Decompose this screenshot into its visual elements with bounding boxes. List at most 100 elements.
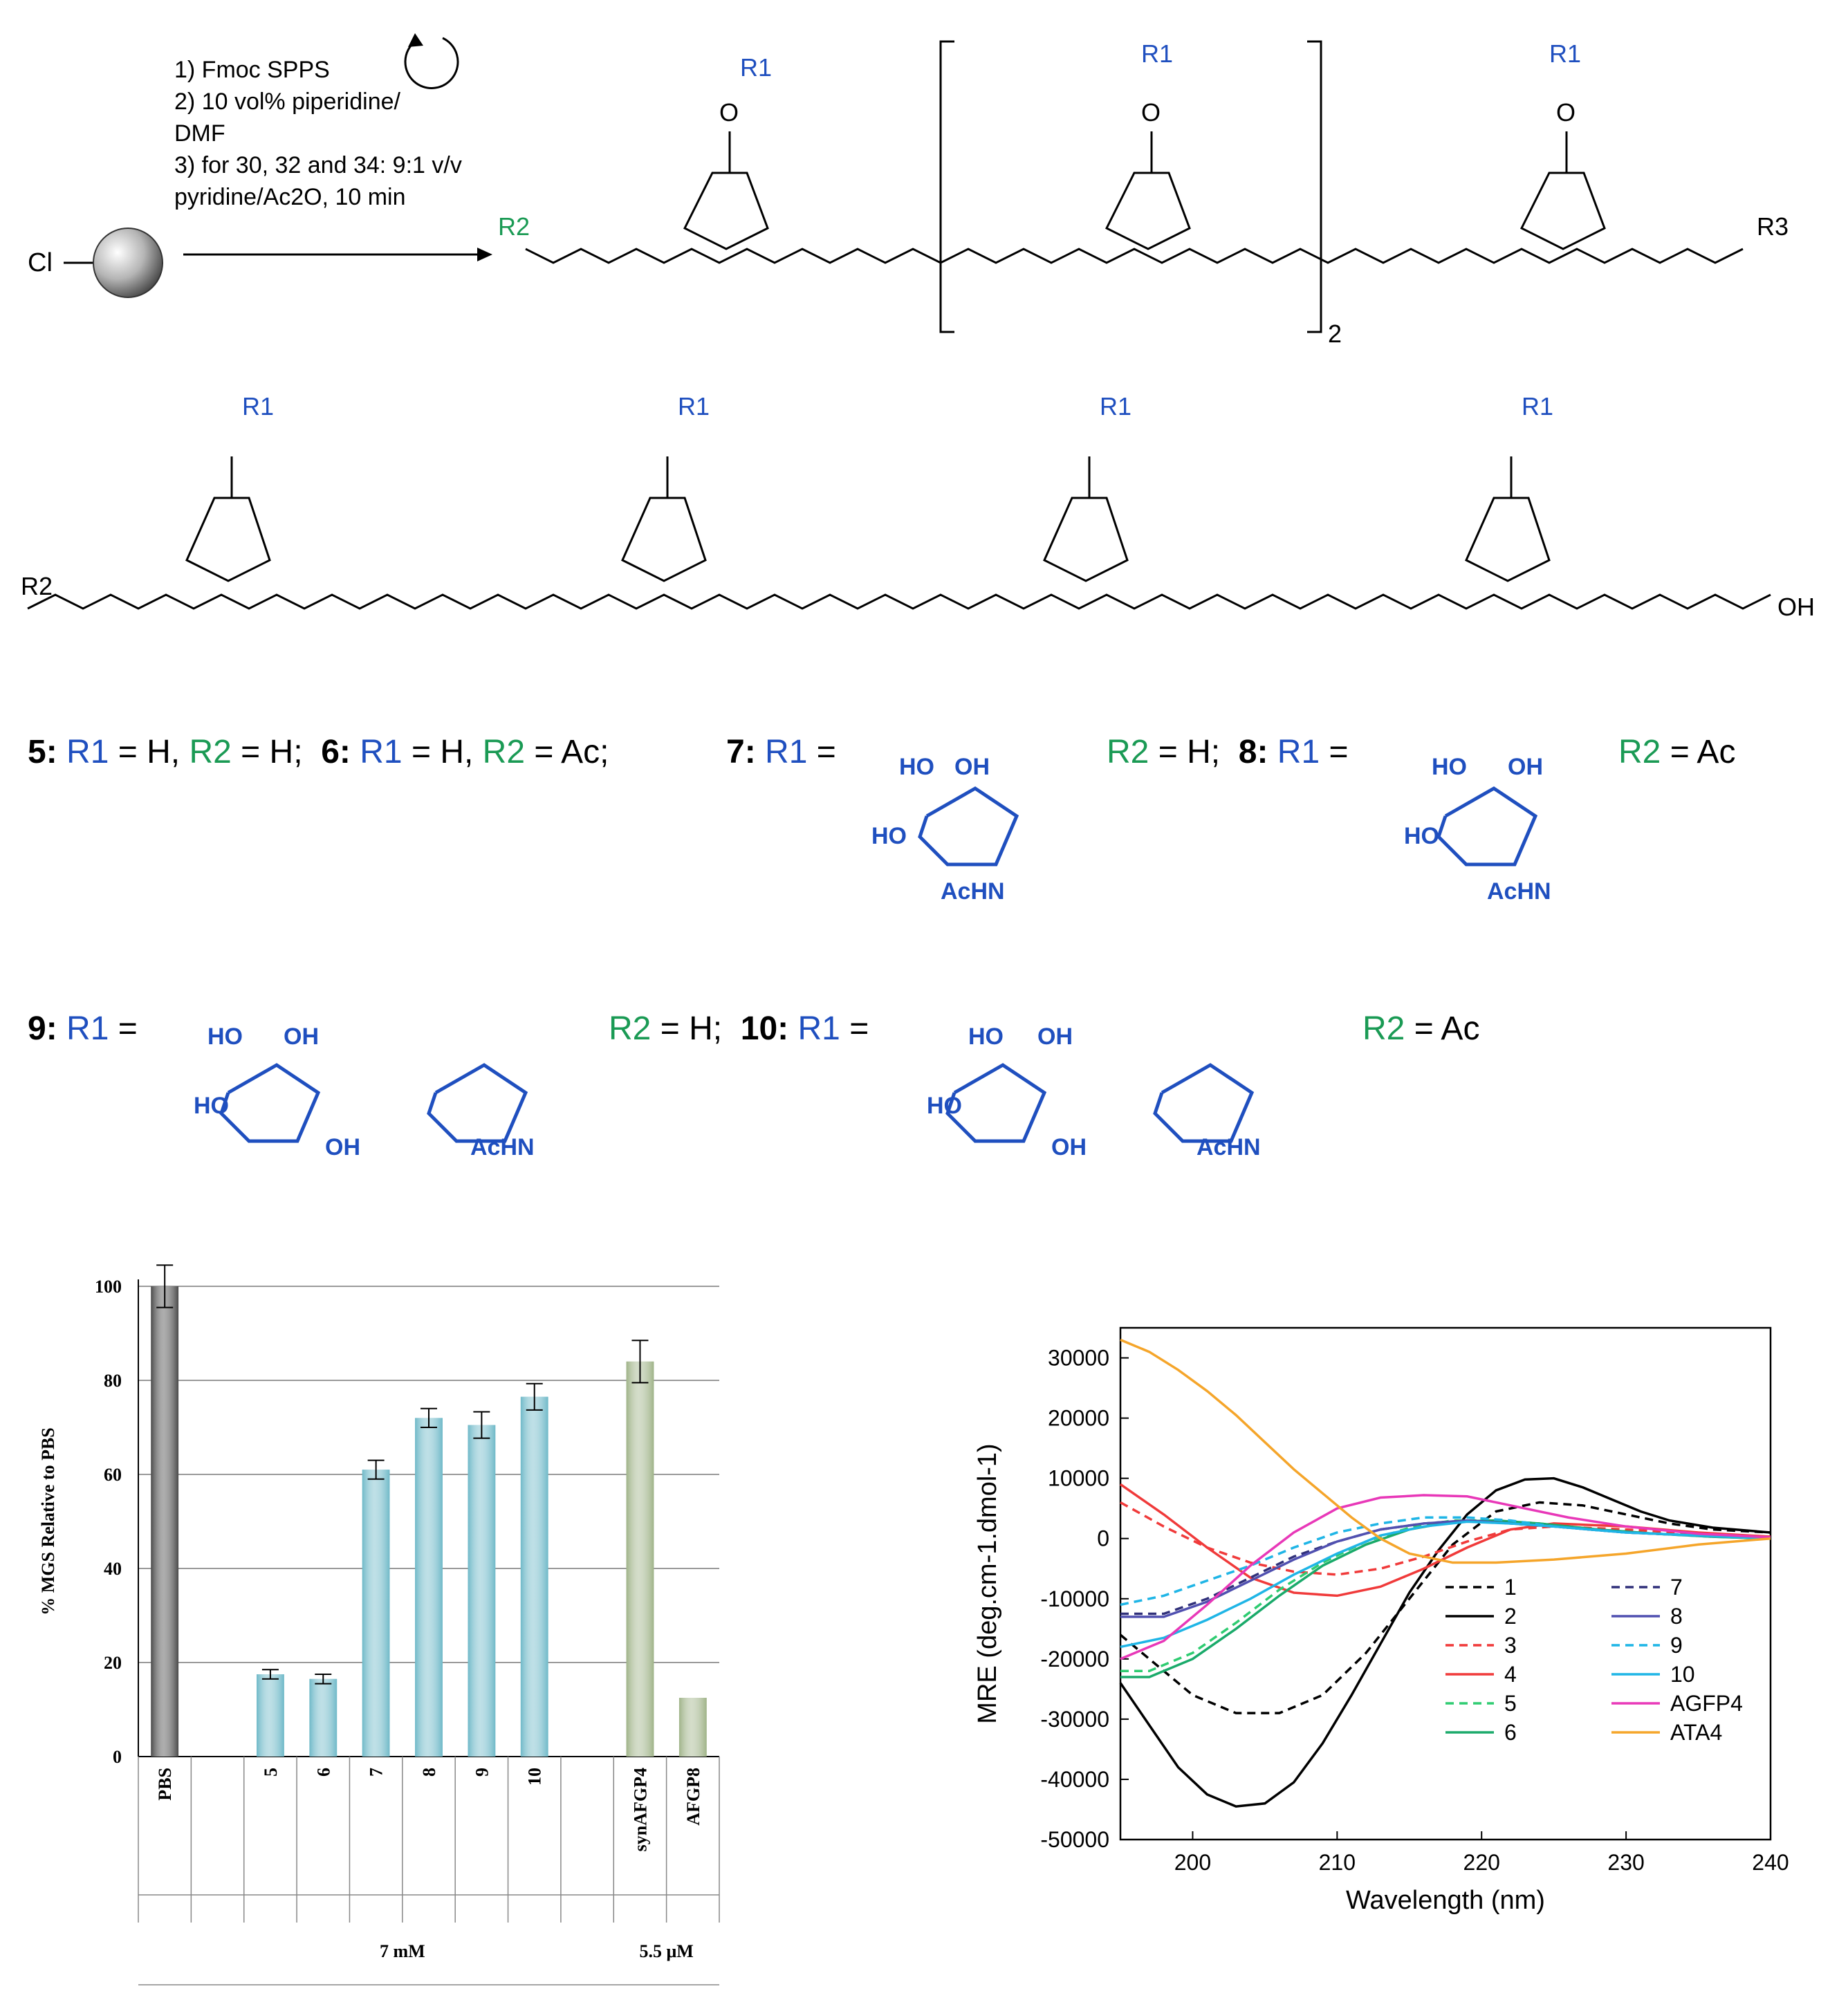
r1-label-e: R1 xyxy=(678,392,710,420)
r1-label-f: R1 xyxy=(1100,392,1131,420)
sugar-ho-label: HO xyxy=(871,823,907,849)
y-tick-label: 20000 xyxy=(1048,1406,1109,1431)
condition-step-1: 1) Fmoc SPPS xyxy=(174,57,330,83)
sugar-oh-label: OH xyxy=(1051,1134,1087,1160)
r2-def-10: R2 xyxy=(1362,1010,1405,1047)
sugar-ho-label: HO xyxy=(1432,754,1467,780)
condition-step-3: DMF xyxy=(174,120,225,147)
compound-9-label: 9: xyxy=(28,1010,57,1047)
r1-label-a: R1 xyxy=(740,53,772,82)
bar-highlight xyxy=(626,1361,654,1757)
r2-def-7: R2 xyxy=(1107,734,1149,770)
bar-highlight xyxy=(415,1418,443,1757)
x-tick-label: 240 xyxy=(1752,1850,1789,1875)
legend-label: 3 xyxy=(1504,1633,1517,1658)
series-line-AGFP4 xyxy=(1120,1494,1771,1660)
sugar-oh-label: OH xyxy=(1508,754,1543,780)
r2-value-6: Ac xyxy=(561,734,600,770)
definition-line-1b: 7: R1 = xyxy=(726,733,836,771)
eq-sign: = xyxy=(816,734,836,770)
y-tick-label: -50000 xyxy=(1040,1827,1109,1852)
compound-8-label: 8: xyxy=(1238,734,1268,770)
x-axis-label: Wavelength (nm) xyxy=(1346,1886,1545,1915)
sugar-oh-label: OH xyxy=(325,1134,360,1160)
repeat-subscript: 2 xyxy=(1328,320,1342,348)
x-category-label: 8 xyxy=(419,1768,439,1777)
resin-chloride-label: Cl xyxy=(28,248,53,277)
x-tick-label: 230 xyxy=(1607,1850,1644,1875)
r2-value-7: H xyxy=(1187,734,1211,770)
plot-frame xyxy=(1119,1326,1772,1841)
eq-sign: = xyxy=(118,734,138,770)
legend-label: 1 xyxy=(1504,1575,1517,1600)
oxygen-label-c: O xyxy=(1556,98,1576,127)
eq-sign: = xyxy=(660,1010,680,1047)
series-line-10 xyxy=(1120,1520,1771,1649)
resin-bead-icon: Cl xyxy=(28,228,163,298)
y-tick-label: 10000 xyxy=(1048,1466,1109,1491)
r2-value-10: Ac xyxy=(1441,1010,1480,1047)
definition-line-2: 9: R1 = xyxy=(28,1010,138,1048)
y-axis-label: % MGS Relative to PBS xyxy=(38,1427,58,1615)
x-category-label: PBS xyxy=(155,1768,175,1801)
peptide-top-labels: R1 R1 R1 O O O R2 R3 2 xyxy=(498,39,1789,348)
group-label: 5.5 μM xyxy=(639,1941,693,1961)
bar-highlight xyxy=(257,1674,284,1757)
series-line-4 xyxy=(1120,1483,1771,1598)
definition-line-1c: R2 = H; 8: R1 = xyxy=(1107,734,1349,770)
series-line-3 xyxy=(1120,1501,1771,1576)
sugar-ho-label: HO xyxy=(194,1093,229,1119)
r2-value-5: H xyxy=(269,734,294,770)
y-tick-label: 60 xyxy=(104,1465,122,1485)
eq-sign: = xyxy=(534,734,554,770)
sugar-ho-label: HO xyxy=(899,754,934,780)
legend-label: ATA4 xyxy=(1670,1720,1722,1745)
reaction-conditions: 1) Fmoc SPPS 2) 10 vol% piperidine/ DMF … xyxy=(174,57,462,210)
eq-sign: = xyxy=(1158,734,1178,770)
y-tick-label: -30000 xyxy=(1040,1707,1109,1732)
cycle-arrow-icon xyxy=(404,33,459,89)
r1-value-5: H xyxy=(147,734,171,770)
r1-def-8: R1 xyxy=(1277,734,1320,770)
y-tick-label: 100 xyxy=(95,1277,122,1297)
legend-label: 4 xyxy=(1504,1662,1517,1687)
legend-label: 10 xyxy=(1670,1662,1695,1687)
sugar-oh-label: OH xyxy=(954,754,990,780)
r1-label-g: R1 xyxy=(1522,392,1553,420)
r1-label-b: R1 xyxy=(1141,39,1173,68)
x-category-label: 10 xyxy=(525,1768,545,1786)
legend-label: 6 xyxy=(1504,1720,1517,1745)
r1-def-6: R1 xyxy=(360,734,403,770)
eq-sign: = xyxy=(118,1010,138,1047)
r2-value-8: Ac xyxy=(1697,734,1736,770)
y-tick-label: -10000 xyxy=(1040,1586,1109,1611)
r1-def-10: R1 xyxy=(797,1010,840,1047)
eq-sign: = xyxy=(1329,734,1349,770)
condition-step-2: 2) 10 vol% piperidine/ xyxy=(174,89,401,115)
legend-label: 5 xyxy=(1504,1691,1517,1716)
series-line-ATA4 xyxy=(1120,1338,1771,1564)
bar-highlight xyxy=(362,1470,390,1757)
synthesis-scheme: 1) Fmoc SPPS 2) 10 vol% piperidine/ DMF … xyxy=(28,33,1789,348)
eq-sign: = xyxy=(1414,1010,1434,1047)
sugar-ho-label: HO xyxy=(1404,823,1439,849)
sugar-structures: HO OH HO AcHN HO OH HO AcHN HO OH HO OH … xyxy=(194,754,1551,1160)
bar-highlight xyxy=(309,1678,338,1757)
r1-def-9: R1 xyxy=(66,1010,109,1047)
bar-highlight xyxy=(520,1396,548,1757)
y-tick-label: 40 xyxy=(104,1559,122,1579)
sugar-ho-label: HO xyxy=(207,1024,243,1050)
reaction-arrow xyxy=(183,248,492,261)
eq-sign: = xyxy=(1670,734,1690,770)
legend-label: 2 xyxy=(1504,1604,1517,1629)
sugar-achn-label: AcHN xyxy=(1196,1134,1261,1160)
condition-step-4: 3) for 30, 32 and 34: 9:1 v/v xyxy=(174,152,462,178)
eq-sign: = xyxy=(849,1010,869,1047)
legend-label: 8 xyxy=(1670,1604,1683,1629)
bar-highlight xyxy=(468,1425,496,1757)
oxygen-label-b: O xyxy=(1141,98,1161,127)
r2-label: R2 xyxy=(498,212,530,241)
definition-line-2b: R2 = H; 10: R1 = xyxy=(609,1010,869,1047)
peptide-skeleton-top xyxy=(525,40,1744,333)
